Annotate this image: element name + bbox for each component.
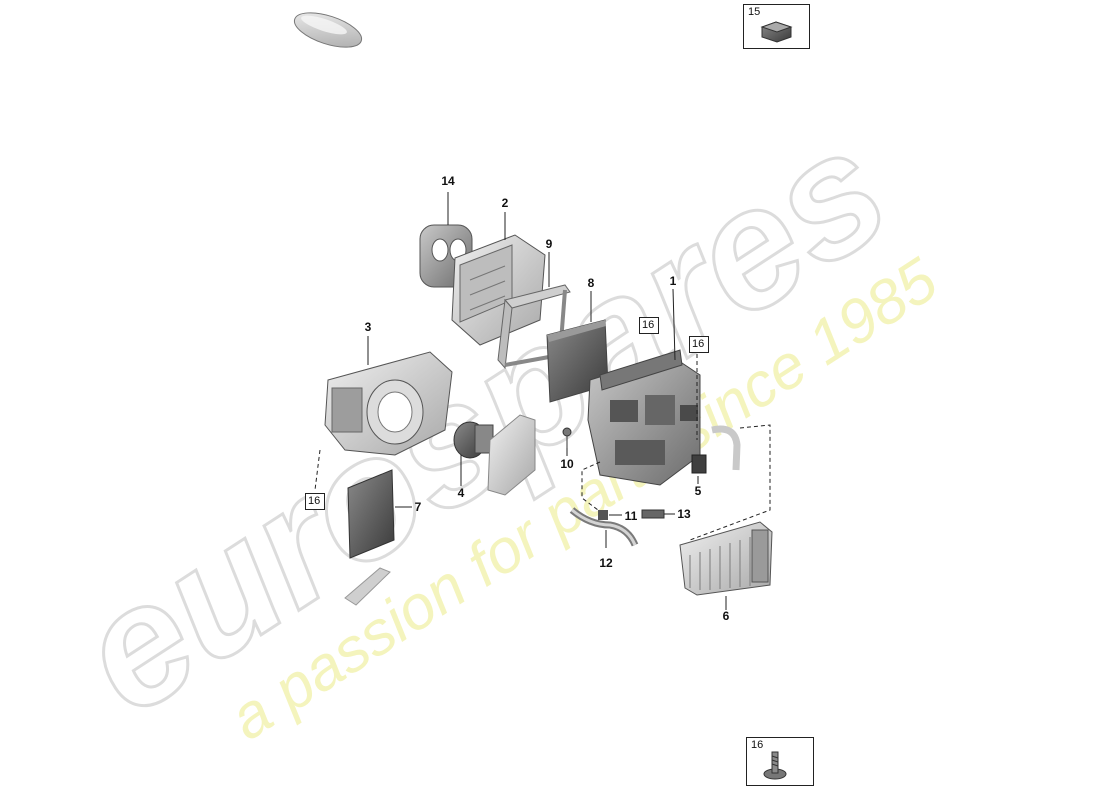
callout-7: 7 <box>415 500 422 514</box>
callout-12: 12 <box>599 556 613 570</box>
callout-4: 4 <box>458 486 465 500</box>
loose-part-top-left <box>293 12 363 48</box>
watermark-brand: eurospares <box>47 92 919 751</box>
dashed-lines <box>314 354 771 541</box>
ref-box-label: 16 <box>308 495 321 507</box>
part-12-hose <box>569 507 639 547</box>
leader-lines <box>367 192 727 610</box>
bracket-part <box>344 567 391 606</box>
callout-labels: 14 2 9 8 1 3 4 7 10 11 13 12 5 6 <box>365 174 730 623</box>
callout-13: 13 <box>677 507 691 521</box>
callout-11: 11 <box>625 509 638 523</box>
part-7-filter <box>347 469 395 559</box>
ref-box-16-left: 16 <box>305 493 325 510</box>
ref-box-16-upper: 16 <box>639 317 659 334</box>
duct-part <box>487 414 536 496</box>
callout-14: 14 <box>441 174 455 188</box>
part-4-blower-motor <box>453 421 494 459</box>
callout-6: 6 <box>723 609 730 623</box>
part-1-climate-unit <box>587 349 701 486</box>
callout-10: 10 <box>560 457 574 471</box>
watermark: eurospares a passion for parts since 198… <box>45 91 950 754</box>
callout-5: 5 <box>695 484 702 498</box>
part-11-fitting <box>598 510 608 520</box>
ref-box-label: 16 <box>692 338 705 350</box>
callout-2: 2 <box>502 196 509 210</box>
part-16-bolt-icon <box>763 751 787 780</box>
callout-9: 9 <box>546 237 553 251</box>
part-5-sensor <box>691 454 707 474</box>
part-15-icon <box>760 21 793 43</box>
ref-box-label: 16 <box>642 319 655 331</box>
ref-box-16-right: 16 <box>689 336 709 353</box>
detail-box-label: 16 <box>751 739 764 751</box>
detail-box-16: 16 <box>746 737 814 786</box>
part-10-valve <box>562 427 572 448</box>
part-13-clip <box>641 509 665 519</box>
callout-1: 1 <box>670 274 677 288</box>
callout-8: 8 <box>588 276 595 290</box>
part-6-heater-core <box>679 521 773 596</box>
part-3-housing <box>324 351 453 456</box>
callout-3: 3 <box>365 320 372 334</box>
detail-box-15: 15 <box>743 4 810 49</box>
detail-box-label: 15 <box>748 6 761 18</box>
part-2-housing <box>451 234 546 346</box>
pipe-right <box>711 425 741 471</box>
